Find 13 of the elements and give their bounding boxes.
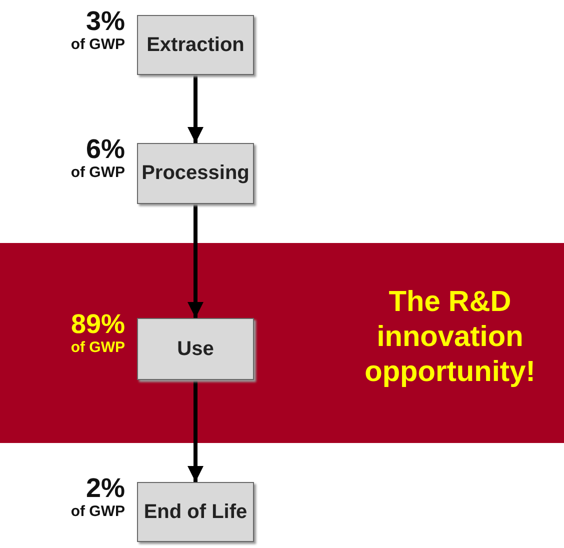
arrow [188, 75, 204, 143]
arrow [188, 380, 204, 482]
share-label: 89% of GWP [70, 310, 125, 356]
process-box: Extraction [137, 15, 254, 75]
process-box: End of Life [137, 482, 254, 542]
share-label: 3% of GWP [70, 7, 125, 54]
arrow [188, 204, 204, 318]
process-box: Use [137, 318, 254, 380]
highlight-band [0, 243, 564, 443]
share-label: 6% of GWP [70, 135, 125, 182]
highlight-text: The R&D innovation opportunity! [364, 285, 536, 390]
share-label: 2% of GWP [70, 474, 125, 520]
process-box: Processing [137, 143, 254, 204]
